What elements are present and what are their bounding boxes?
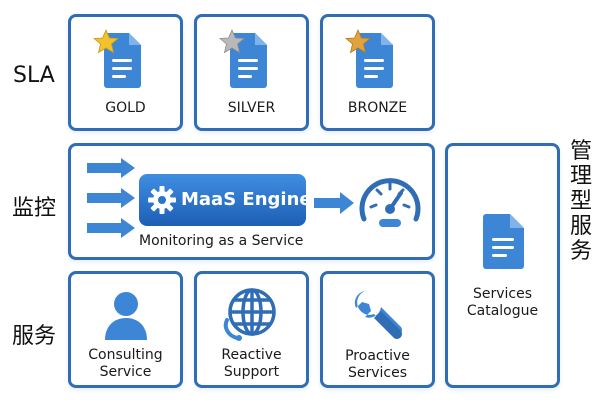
- person-icon: [105, 292, 147, 340]
- services-catalogue-card: Services Catalogue: [445, 143, 560, 388]
- sla-label-silver: SILVER: [227, 100, 276, 116]
- consulting-label-line2: Service: [99, 364, 152, 380]
- service-card-reactive: Reactive Support: [194, 271, 309, 388]
- maas-caption: Monitoring as a Service: [139, 233, 304, 249]
- proactive-label-line1: Proactive: [345, 348, 410, 364]
- catalogue-label-line1: Services: [472, 286, 533, 302]
- row-label-services: 服务: [12, 324, 57, 349]
- speedometer-icon: [359, 178, 421, 227]
- service-card-proactive: Proactive Services: [320, 271, 435, 388]
- sla-card-bronze: BRONZE: [320, 14, 435, 131]
- bronze-star-document-icon: [345, 29, 393, 88]
- monitoring-card: [68, 143, 435, 260]
- gear-icon: [148, 186, 176, 214]
- wrench-icon: [354, 291, 402, 339]
- sla-card-silver: SILVER: [194, 14, 309, 131]
- catalogue-label-line2: Catalogue: [466, 303, 539, 319]
- proactive-label-line2: Services: [347, 365, 408, 381]
- maas-engine-box: MaaS Engine: [139, 174, 312, 226]
- row-label-sla: SLA: [13, 63, 55, 88]
- reactive-label-line1: Reactive: [221, 347, 282, 363]
- reactive-label-line2: Support: [223, 364, 280, 380]
- sla-card-gold: GOLD: [68, 14, 183, 131]
- maas-engine-label: MaaS Engine: [181, 189, 312, 210]
- row-label-monitoring: 监控: [12, 196, 57, 221]
- input-arrows-icon: [87, 158, 135, 238]
- consulting-label-line1: Consulting: [88, 347, 163, 363]
- document-icon: [483, 214, 524, 269]
- sla-label-gold: GOLD: [105, 100, 146, 116]
- gold-star-document-icon: [93, 29, 141, 88]
- service-card-consulting: Consulting Service: [68, 271, 183, 388]
- sla-label-bronze: BRONZE: [347, 100, 408, 116]
- managed-services-vertical-label: 管 理 型 服 务: [569, 139, 592, 264]
- output-arrow-icon: [314, 192, 354, 214]
- globe-icon: [223, 288, 276, 341]
- silver-star-document-icon: [219, 29, 267, 88]
